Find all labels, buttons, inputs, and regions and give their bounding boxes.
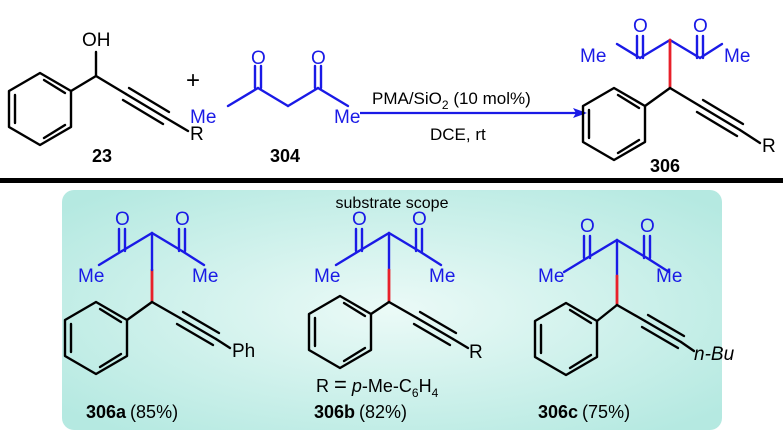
scope-title: substrate scope bbox=[336, 195, 449, 212]
reactant-304: O O Me Me 304 bbox=[190, 48, 360, 166]
carbonyl-oxygen-1: O bbox=[352, 209, 367, 230]
reactant-23: OH R 23 bbox=[7, 30, 204, 166]
carbonyl-oxygen-1: O bbox=[251, 48, 266, 69]
scope-compound-306b: O O Me Me R R = p-Me-C6H4 306b(82%) bbox=[307, 209, 483, 422]
separator-bar bbox=[0, 178, 783, 183]
methyl-label-2: Me bbox=[724, 46, 750, 67]
scope-compound-306c: O O Me Me n-Bu 306c(75%) bbox=[533, 216, 735, 422]
r-group-label: R bbox=[469, 342, 483, 363]
catalyst-conditions: PMA/SiO2 (10 mol%) bbox=[372, 89, 531, 112]
carbonyl-oxygen-2: O bbox=[640, 216, 655, 237]
phenyl-substituent-label: Ph bbox=[232, 341, 255, 362]
alkyne-triple-bond bbox=[695, 98, 745, 138]
methyl-label-1: Me bbox=[580, 46, 606, 67]
alkyne-triple-bond bbox=[175, 310, 221, 347]
phenyl-ring bbox=[7, 71, 73, 147]
r-group-label: R bbox=[190, 124, 204, 145]
yield-306c: 306c(75%) bbox=[538, 402, 630, 422]
methyl-label-2: Me bbox=[192, 266, 218, 287]
r-group-label: R bbox=[762, 136, 776, 157]
compound-label-23: 23 bbox=[92, 146, 112, 166]
methyl-label-1: Me bbox=[538, 266, 564, 287]
compound-label-306: 306 bbox=[650, 156, 680, 176]
carbonyl-oxygen-2: O bbox=[311, 48, 326, 69]
reaction-arrow: PMA/SiO2 (10 mol%) DCE, rt bbox=[360, 89, 587, 144]
product-306: O O Me Me R 306 bbox=[580, 16, 776, 176]
carbonyl-oxygen-1: O bbox=[580, 216, 595, 237]
solvent-conditions: DCE, rt bbox=[430, 125, 486, 144]
carbonyl-oxygen-2: O bbox=[693, 16, 708, 37]
methyl-label-2: Me bbox=[334, 107, 360, 128]
r-group-definition: R = p-Me-C6H4 bbox=[316, 372, 439, 400]
plus-sign: + bbox=[186, 67, 200, 94]
carbonyl-oxygen-1: O bbox=[633, 16, 648, 37]
phenyl-ring bbox=[581, 86, 647, 162]
alkyne-triple-bond bbox=[640, 313, 686, 350]
alkyne-triple-bond bbox=[121, 86, 171, 126]
carbonyl-oxygen-2: O bbox=[175, 209, 190, 230]
methyl-label-1: Me bbox=[314, 266, 340, 287]
methyl-label-1: Me bbox=[190, 107, 216, 128]
methyl-label-1: Me bbox=[78, 266, 104, 287]
methyl-label-2: Me bbox=[656, 266, 682, 287]
alkyne-triple-bond bbox=[412, 310, 458, 347]
compound-label-304: 304 bbox=[270, 146, 300, 166]
yield-306a: 306a(85%) bbox=[86, 402, 178, 422]
n-butyl-label: n-Bu bbox=[694, 344, 735, 365]
methyl-label-2: Me bbox=[429, 266, 455, 287]
yield-306b: 306b(82%) bbox=[314, 402, 407, 422]
hydroxyl-label: OH bbox=[82, 30, 111, 51]
carbonyl-oxygen-1: O bbox=[115, 209, 130, 230]
carbonyl-oxygen-2: O bbox=[412, 209, 427, 230]
scope-compound-306a: O O Me Me Ph 306a(85%) bbox=[63, 209, 255, 422]
